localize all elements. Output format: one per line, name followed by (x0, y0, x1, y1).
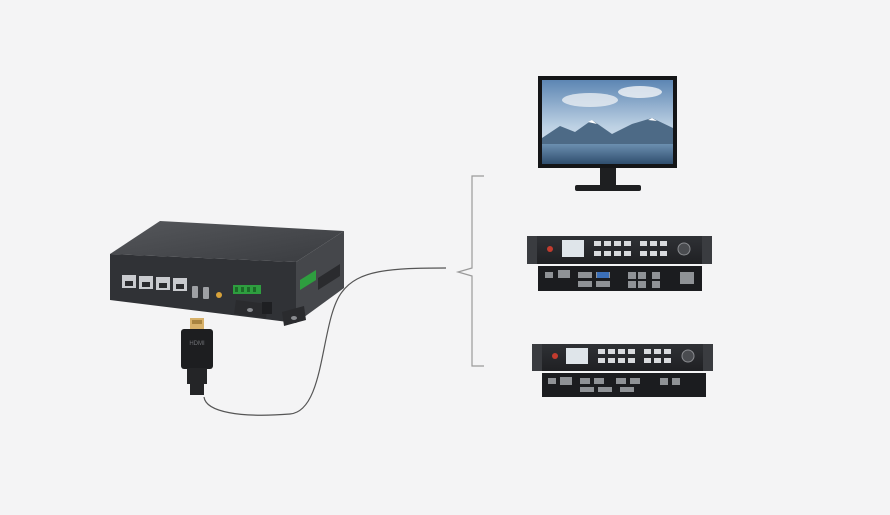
video-processor-icon (527, 236, 712, 291)
branch-bracket (455, 175, 484, 367)
video-processor-icon (532, 344, 713, 397)
led-sending-box-icon (110, 221, 344, 326)
ethernet-port-icon (122, 275, 187, 291)
connection-cable (203, 267, 447, 416)
hdmi-label: HDMI (189, 341, 205, 347)
monitor-icon (538, 76, 677, 191)
terminal-block-icon (233, 285, 261, 294)
power-jack-icon (262, 302, 272, 314)
usb-port-icon (192, 286, 198, 298)
usb-port-icon (203, 287, 209, 299)
status-led-icon (216, 292, 222, 298)
hdmi-cable-icon: HDMI (181, 318, 213, 395)
